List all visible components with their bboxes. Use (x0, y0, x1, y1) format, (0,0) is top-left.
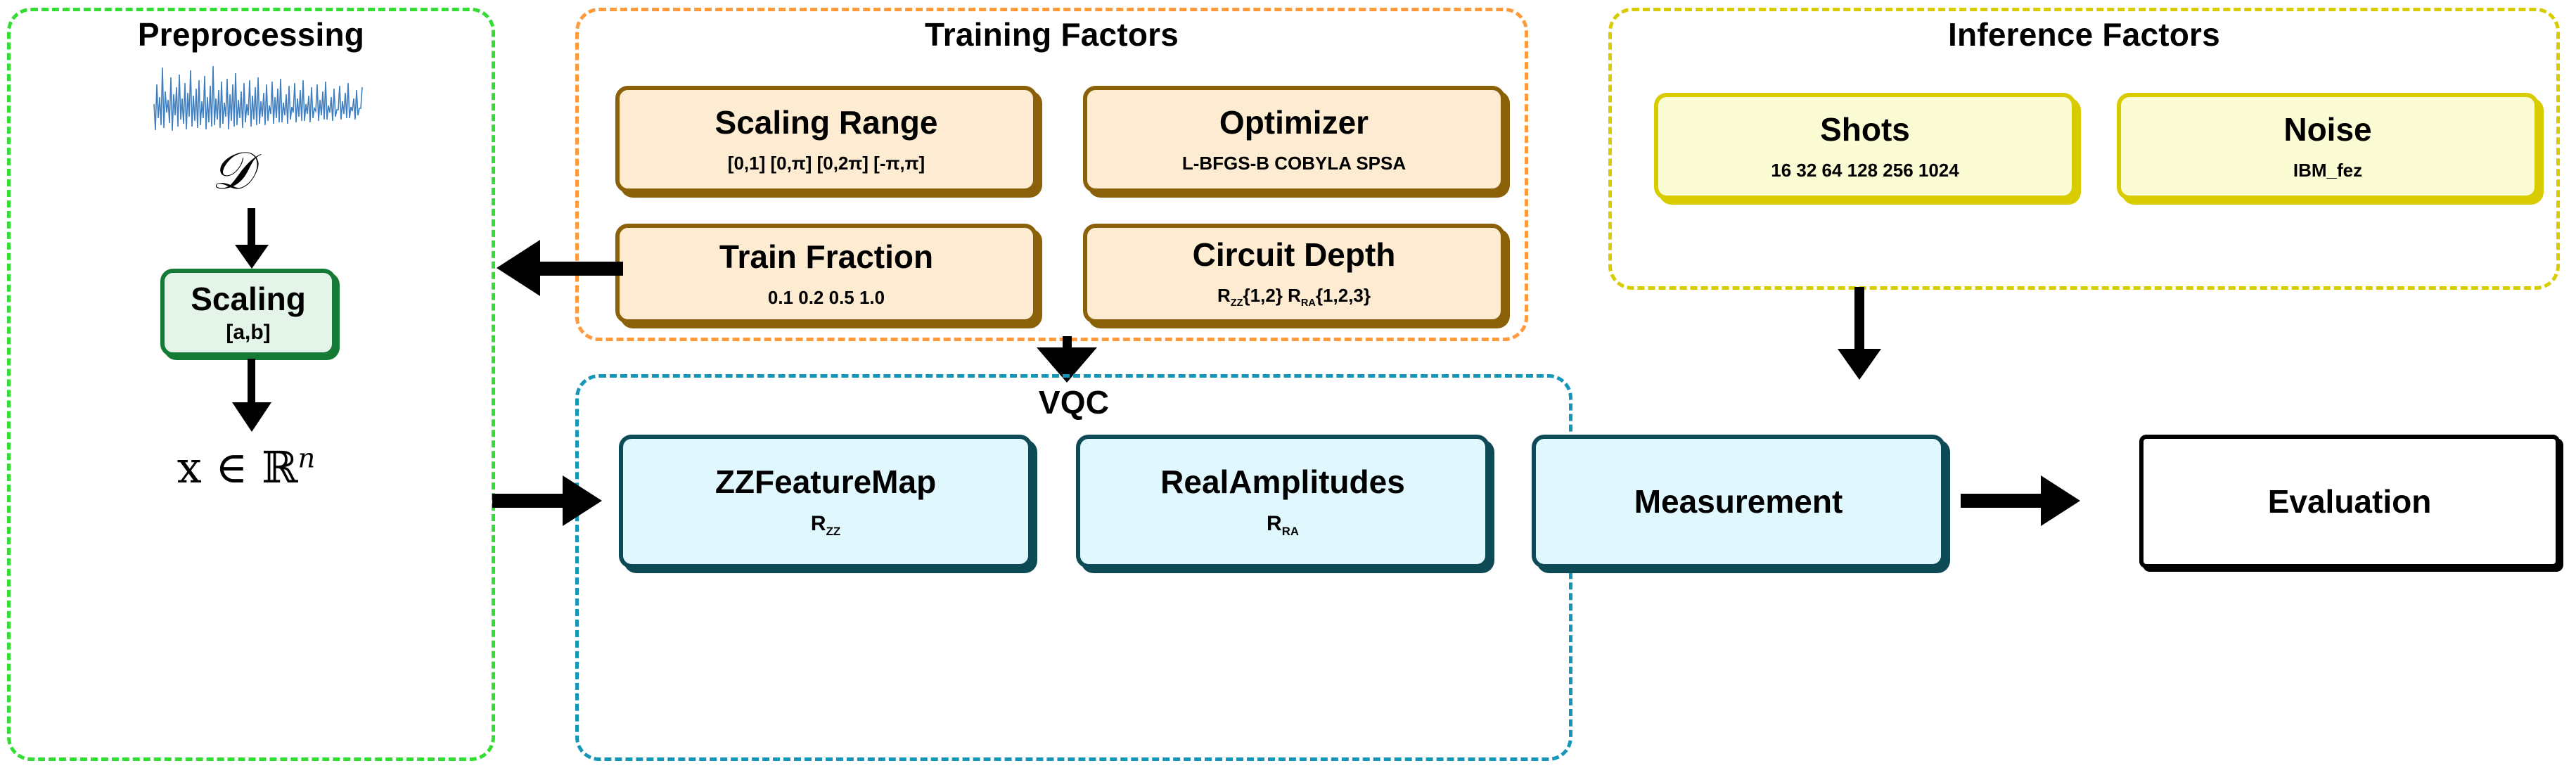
card-noise-values: IBM_fez (2293, 160, 2363, 181)
card-optimizer: Optimizer L-BFGS-B COBYLA SPSA (1083, 86, 1505, 193)
card-noise: Noise IBM_fez (2117, 93, 2539, 200)
rzz-range: {1,2} R (1243, 285, 1301, 307)
card-optimizer-values: L-BFGS-B COBYLA SPSA (1181, 153, 1406, 174)
card-scaling-title: Scaling (191, 280, 306, 317)
card-circuit-depth: Circuit Depth RZZ{1,2} RRA{1,2,3} (1083, 224, 1505, 324)
card-evaluation: Evaluation (2139, 435, 2560, 568)
arrow-measurement-to-evaluation (1961, 473, 2122, 529)
card-train-fraction: Train Fraction 0.1 0.2 0.5 1.0 (615, 224, 1037, 324)
arrow-dataset-to-scaling (231, 208, 273, 269)
card-train-fraction-title: Train Fraction (719, 238, 934, 275)
card-scaling-subtitle: [a,b] (226, 320, 271, 344)
rzz-subscript: ZZ (1230, 297, 1243, 309)
card-circuit-depth-values: RZZ{1,2} RRA{1,2,3} (1217, 286, 1371, 309)
group-preprocessing (7, 8, 495, 761)
card-noise-title: Noise (2283, 111, 2372, 148)
card-measurement-title: Measurement (1634, 483, 1843, 520)
card-circuit-depth-title: Circuit Depth (1192, 236, 1396, 274)
arrow-training-to-preprocessing (496, 239, 637, 297)
card-shots-title: Shots (1820, 111, 1910, 148)
card-optimizer-title: Optimizer (1219, 104, 1369, 141)
card-zzfeaturemap: ZZFeatureMap RZZ (619, 435, 1032, 568)
group-inference-factors-title: Inference Factors (1948, 16, 2220, 53)
card-evaluation-title: Evaluation (2267, 483, 2432, 520)
dataset-symbol: 𝒟 (211, 141, 253, 201)
zz-gate-subscript: ZZ (826, 524, 841, 538)
arrow-scaling-to-vector (231, 359, 273, 436)
arrow-preprocessing-to-vqc (492, 473, 626, 529)
arrow-inference-to-vqc (1823, 287, 1900, 380)
feature-vector-base: x ∈ ℝ (177, 442, 298, 493)
group-inference-factors (1608, 8, 2560, 290)
card-realamplitudes-subtitle: RRA (1267, 513, 1299, 538)
group-vqc-title: VQC (1038, 384, 1110, 421)
group-preprocessing-title: Preprocessing (137, 16, 365, 53)
card-measurement: Measurement (1532, 435, 1945, 568)
card-shots-values: 16 32 64 128 256 1024 (1771, 160, 1959, 181)
card-scaling-range: Scaling Range [0,1] [0,π] [0,2π] [-π,π] (615, 86, 1037, 193)
card-realamplitudes: RealAmplitudes RRA (1076, 435, 1489, 568)
card-train-fraction-values: 0.1 0.2 0.5 1.0 (767, 287, 885, 308)
group-training-factors-title: Training Factors (924, 16, 1179, 53)
group-training-factors (575, 8, 1528, 341)
feature-vector-superscript: n (297, 442, 316, 475)
ra-gate-subscript: RA (1281, 524, 1299, 538)
card-scaling-range-values: [0,1] [0,π] [0,2π] [-π,π] (727, 153, 925, 174)
ra-gate-label: R (1267, 511, 1282, 535)
card-zzfeaturemap-title: ZZFeatureMap (715, 463, 937, 500)
card-zzfeaturemap-subtitle: RZZ (811, 513, 840, 538)
rra-subscript: RA (1300, 297, 1316, 309)
feature-vector-symbol: x ∈ ℝn (98, 442, 394, 493)
rra-range: {1,2,3} (1315, 285, 1371, 307)
card-scaling: Scaling [a,b] (160, 269, 336, 357)
zz-gate-label: R (810, 511, 826, 535)
card-scaling-range-title: Scaling Range (715, 104, 938, 141)
card-shots: Shots 16 32 64 128 256 1024 (1654, 93, 2076, 200)
rzz-label: R (1217, 285, 1231, 307)
waveform-signal-icon (151, 63, 369, 141)
card-realamplitudes-title: RealAmplitudes (1160, 463, 1405, 500)
